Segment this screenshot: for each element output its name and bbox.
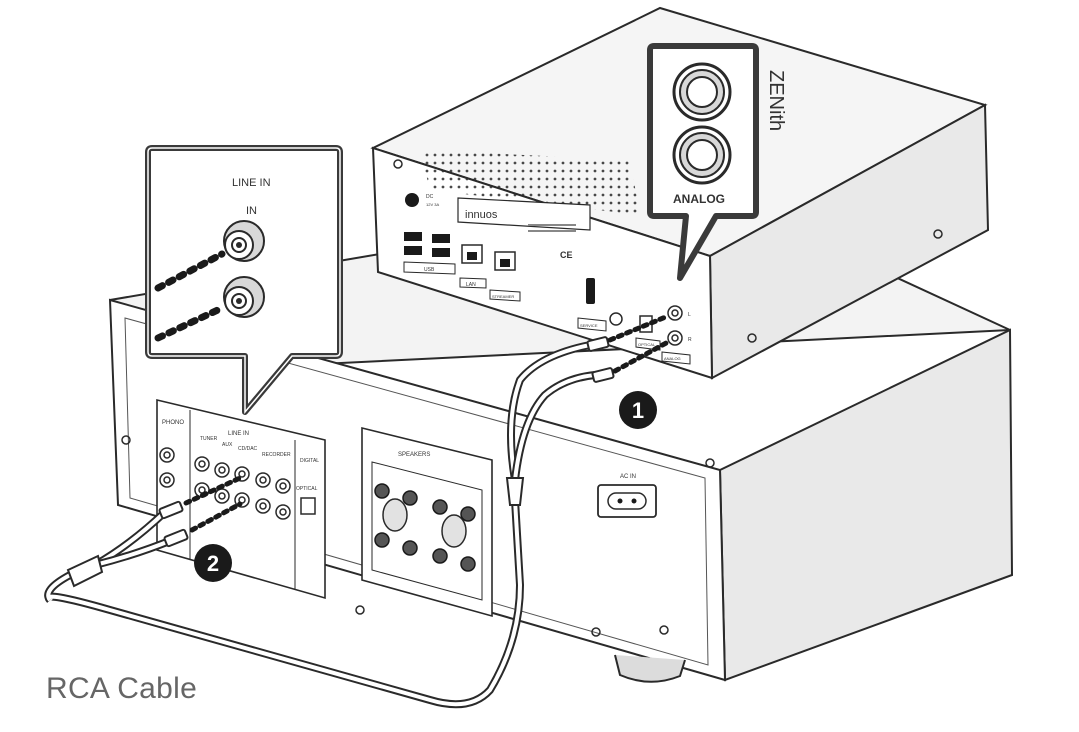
amp-aux-label: AUX <box>222 442 233 448</box>
streamer-analog-jacks <box>667 305 683 346</box>
amp-speakers-label: SPEAKERS <box>398 452 430 458</box>
amp-phono-label: PHONO <box>162 420 184 426</box>
callout-line-in-subtitle: IN <box>246 205 257 217</box>
rca-cable-caption: RCA Cable <box>46 672 198 705</box>
amp-digital-label: DIGITAL <box>300 458 319 464</box>
streamer-analog-small-label: ANALOG <box>664 356 681 361</box>
callout-analog-label: ANALOG <box>673 192 725 206</box>
amp-speaker-section <box>361 426 493 618</box>
streamer-usb-label: USB <box>424 267 435 273</box>
streamer-dc-volt: 12V 3A <box>426 202 439 207</box>
step-badge-2: 2 <box>194 544 232 582</box>
amp-tuner-label: TUNER <box>200 436 218 442</box>
streamer-optical-label: OPTICAL <box>638 342 656 347</box>
streamer-side-brand: ZENith <box>765 70 787 131</box>
amp-speaker-terminals <box>374 483 476 572</box>
step-badge-1: 1 <box>619 391 657 429</box>
streamer-lan-label: LAN <box>466 282 476 288</box>
callout-analog-jack-bottom <box>672 125 732 185</box>
callout-rca-jack-top <box>223 220 265 262</box>
streamer-usb-ports <box>404 232 450 257</box>
step-1-number: 1 <box>632 398 644 423</box>
streamer-r-label: R <box>688 337 692 343</box>
amp-rca-jacks <box>159 447 291 520</box>
amp-line-in-label: LINE IN <box>228 431 249 437</box>
streamer-dc-label: DC <box>426 194 434 200</box>
callout-line-in-title: LINE IN <box>232 177 271 189</box>
streamer-service-label: SERVICE <box>580 323 598 328</box>
callout-line-in: LINE IN IN <box>145 145 343 415</box>
amp-recorder-label: RECORDER <box>262 452 291 458</box>
amp-optical-label: OPTICAL <box>296 486 318 492</box>
step-2-number: 2 <box>207 551 219 576</box>
amp-ac-in-label: AC IN <box>620 474 636 480</box>
streamer-brand: innuos <box>465 209 498 221</box>
callout-rca-jack-bottom <box>223 276 265 318</box>
callout-analog: ANALOG <box>647 43 759 281</box>
callout-analog-jack-top <box>672 62 732 122</box>
rca-cable <box>44 313 671 709</box>
amp-cddac-label: CD/DAC <box>238 446 258 452</box>
streamer-streamer-label: STREAMER <box>492 294 514 299</box>
amp-optical-port <box>300 497 316 515</box>
svg-text:CE: CE <box>560 250 573 260</box>
streamer-l-label: L <box>688 312 691 318</box>
